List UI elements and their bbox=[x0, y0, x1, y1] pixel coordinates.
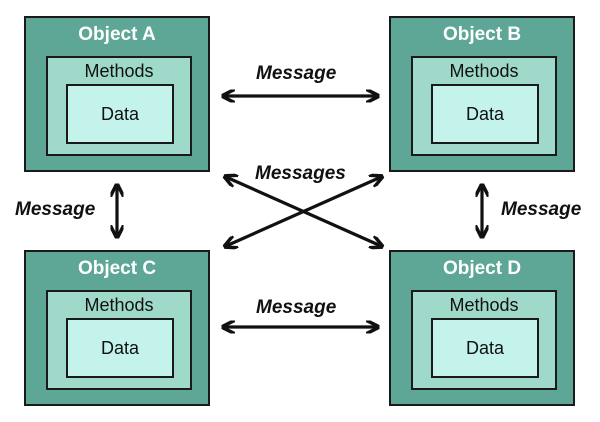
object-a-data-box: Data bbox=[66, 84, 174, 144]
object-b-data-box: Data bbox=[431, 84, 539, 144]
object-c-box: Object C Methods Data bbox=[24, 250, 210, 406]
message-label-bottom: Message bbox=[256, 297, 337, 318]
object-d-methods-label: Methods bbox=[449, 295, 519, 315]
object-d-methods-box: Methods Data bbox=[411, 290, 557, 390]
message-label-right: Message bbox=[501, 199, 582, 220]
object-b-methods-box: Methods Data bbox=[411, 56, 557, 156]
object-a-methods-box: Methods Data bbox=[46, 56, 192, 156]
object-d-title: Object D bbox=[442, 258, 522, 279]
object-b-methods-label: Methods bbox=[449, 61, 519, 81]
arrow-b-c bbox=[226, 177, 381, 246]
message-label-left: Message bbox=[15, 199, 96, 220]
object-c-methods-label: Methods bbox=[84, 295, 154, 315]
object-c-methods-box: Methods Data bbox=[46, 290, 192, 390]
object-a-box: Object A Methods Data bbox=[24, 16, 210, 172]
object-b-title: Object B bbox=[442, 24, 522, 45]
object-d-data-box: Data bbox=[431, 318, 539, 378]
object-a-title: Object A bbox=[78, 24, 156, 45]
object-c-title: Object C bbox=[77, 258, 157, 279]
object-a-methods-label: Methods bbox=[84, 61, 154, 81]
object-c-data-box: Data bbox=[66, 318, 174, 378]
message-label-top: Message bbox=[256, 63, 337, 84]
object-b-box: Object B Methods Data bbox=[389, 16, 575, 172]
message-label-center: Messages bbox=[255, 163, 346, 184]
object-d-box: Object D Methods Data bbox=[389, 250, 575, 406]
